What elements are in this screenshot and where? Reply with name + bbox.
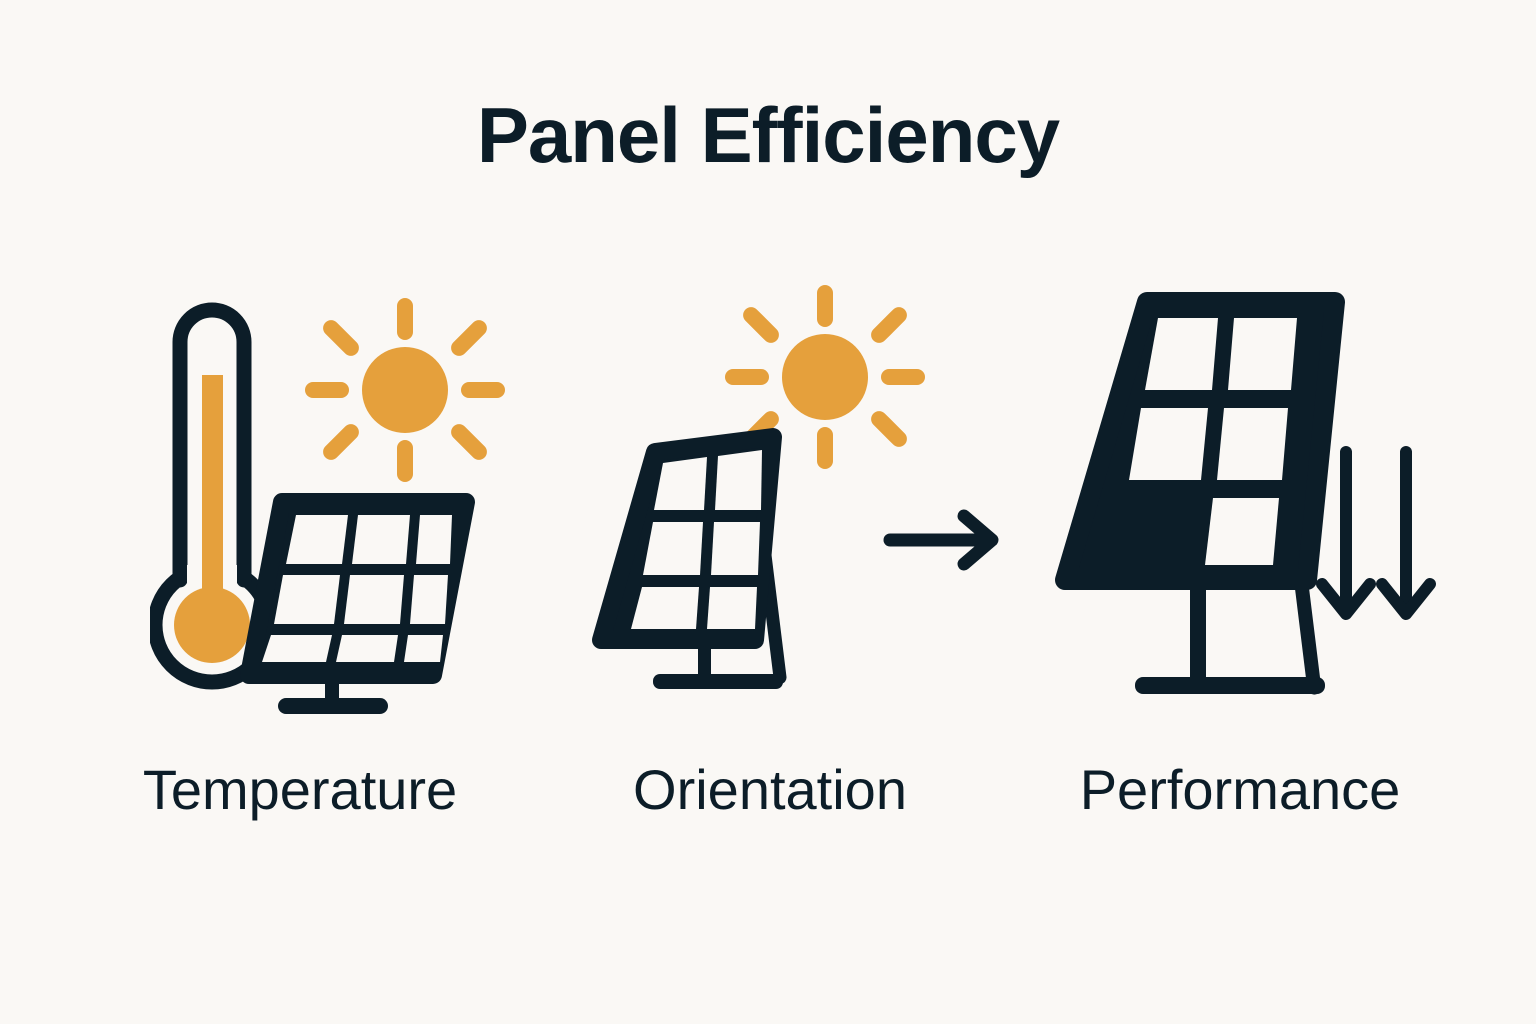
icon-row xyxy=(0,280,1536,740)
step-label-performance: Performance xyxy=(1079,758,1401,821)
step-performance[interactable] xyxy=(1045,280,1445,720)
page-title: Panel Efficiency xyxy=(476,91,1060,179)
performance-illustration xyxy=(1055,292,1436,695)
step-label-temperature: Temperature xyxy=(142,758,458,821)
sun-icon xyxy=(725,285,925,469)
step-orientation[interactable] xyxy=(575,280,925,720)
solar-panel-tilted-icon xyxy=(592,428,787,689)
right-arrow-icon xyxy=(883,509,999,571)
solar-panel-icon xyxy=(240,493,475,714)
step-temperature[interactable] xyxy=(150,280,510,720)
temperature-illustration xyxy=(150,298,505,714)
step-label-orientation: Orientation xyxy=(633,758,907,821)
orientation-illustration xyxy=(592,285,925,689)
down-arrow-icon xyxy=(1316,446,1376,620)
sun-icon xyxy=(305,298,505,482)
thermometer-icon xyxy=(150,302,277,690)
flow-arrow xyxy=(880,505,1015,575)
down-arrow-icon xyxy=(1376,446,1436,620)
solar-panel-shaded-icon xyxy=(1055,292,1345,695)
